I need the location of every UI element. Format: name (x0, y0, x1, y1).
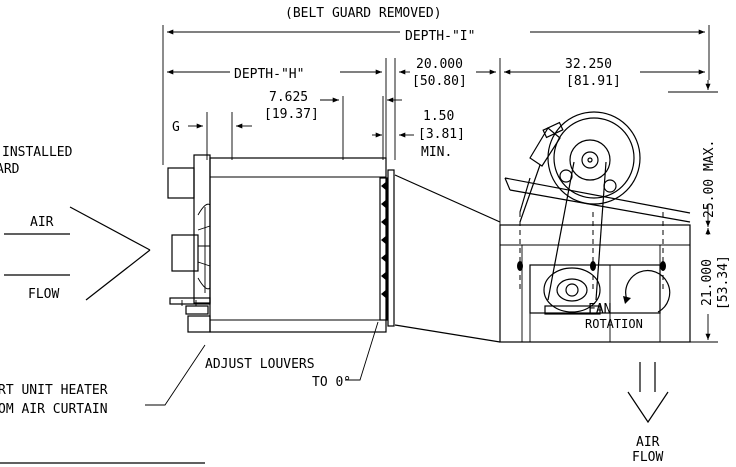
leader-lines (0, 321, 379, 464)
dim-25-label: 25.00 MAX. (702, 140, 717, 218)
flow-left-label: FLOW (28, 287, 59, 302)
rotation-label: ROTATION (585, 317, 643, 331)
unit-heater-line1: RT UNIT HEATER (0, 383, 108, 398)
flow-bottom-label: FLOW (632, 450, 663, 465)
adjust-louvers-line1: ADJUST LOUVERS (205, 357, 315, 372)
dim-150-mm: [3.81] (418, 127, 465, 142)
dim-7-mm: [19.37] (264, 107, 319, 122)
g-label: G (172, 120, 180, 135)
louvers (379, 169, 395, 327)
dim-7-inch: 7.625 (269, 90, 308, 105)
depth-h-label: DEPTH-"H" (234, 67, 304, 82)
depth-i-label: DEPTH-"I" (405, 29, 475, 44)
dim-20-inch: 20.000 (416, 57, 463, 72)
dim-32-mm: [81.91] (566, 74, 621, 89)
dimension-lines (162, 25, 718, 343)
dim-150-inch: 1.50 (423, 109, 454, 124)
fan-rotation-arrow (623, 269, 671, 313)
dim-20-mm: [50.80] (412, 74, 467, 89)
unit-heater-body (167, 154, 387, 333)
installed-line2: ARD (0, 162, 20, 177)
air-outflow-arrow (627, 362, 669, 424)
belt-guard-label: (BELT GUARD REMOVED) (285, 6, 442, 21)
transition-duct (394, 174, 501, 343)
motor-and-belt (504, 111, 691, 301)
min-label: MIN. (421, 145, 452, 160)
air-left-label: AIR (30, 215, 54, 230)
dim-21-mm: [53.34] (716, 255, 731, 310)
air-curtain-line2: OM AIR CURTAIN (0, 402, 108, 417)
blower-housing (499, 212, 691, 343)
dim-21-inch: 21.000 (700, 259, 715, 306)
air-bottom-label: AIR (636, 435, 660, 450)
installed-line1: INSTALLED (2, 145, 73, 160)
adjust-louvers-line2: TO 0° (312, 375, 351, 390)
air-inflow-arrow (4, 206, 151, 301)
dim-32-inch: 32.250 (565, 57, 612, 72)
